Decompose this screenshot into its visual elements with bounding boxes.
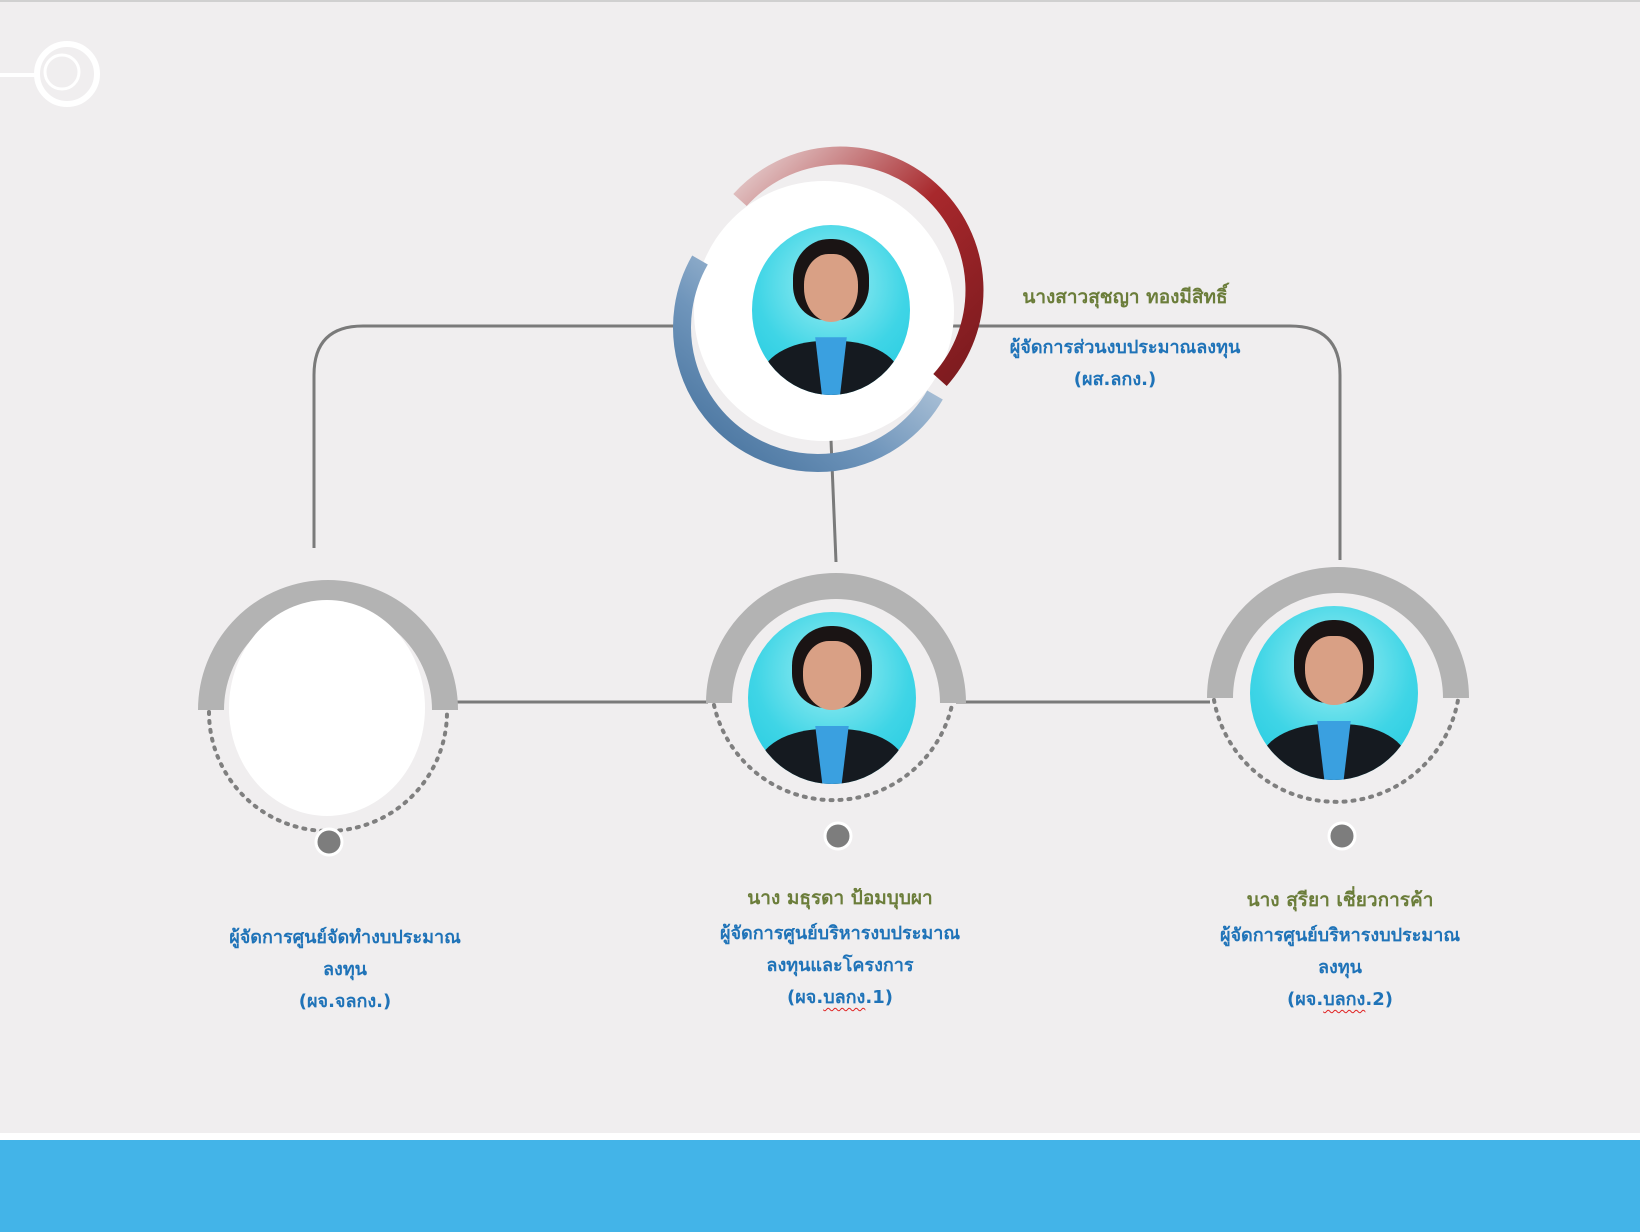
manager-photo bbox=[752, 225, 910, 395]
node-left-photo-placeholder bbox=[229, 600, 425, 816]
corner-knob-decoration bbox=[0, 41, 100, 107]
top-border-line bbox=[0, 0, 1640, 2]
node-left-label: ผู้จัดการศูนย์จัดทำงบประมาณ ลงทุน (ผจ.จล… bbox=[205, 922, 485, 1018]
node-right-title-line2: ลงทุน bbox=[1318, 957, 1362, 978]
node-right-title-line1: ผู้จัดการศูนย์บริหารงบประมาณ bbox=[1219, 925, 1461, 946]
node-right-name: นาง สุรียา เชี่ยวการค้า bbox=[1246, 889, 1434, 911]
manager-title: ผู้จัดการส่วนงบประมาณลงทุน bbox=[1009, 337, 1241, 358]
outer-connector-line bbox=[312, 324, 1342, 560]
node-right-label: นาง สุรียา เชี่ยวการค้า ผู้จัดการศูนย์บร… bbox=[1200, 886, 1480, 1016]
node-left-code: (ผจ.จลกง.) bbox=[298, 991, 392, 1012]
manager-name: นางสาวสุชญา ทองมีสิทธิ์ bbox=[1022, 286, 1228, 308]
node-center-title-line2: ลงทุนและโครงการ bbox=[766, 955, 914, 976]
footer-divider bbox=[0, 1133, 1640, 1140]
manager-code: (ผส.ลกง.) bbox=[1073, 369, 1157, 390]
node-center-code: (ผจ.บลกง.1) bbox=[787, 987, 893, 1008]
node-center-frame bbox=[706, 573, 966, 851]
node-center-title-line1: ผู้จัดการศูนย์บริหารงบประมาณ bbox=[719, 923, 961, 944]
node-left-title-line2: ลงทุน bbox=[323, 959, 367, 980]
node-center-photo bbox=[748, 612, 916, 784]
node-left-title-line1: ผู้จัดการศูนย์จัดทำงบประมาณ bbox=[229, 927, 461, 948]
node-right-photo bbox=[1250, 606, 1418, 780]
node-left-frame bbox=[198, 580, 458, 857]
footer-bar bbox=[0, 1140, 1640, 1232]
node-right-code: (ผจ.บลกง.2) bbox=[1287, 989, 1393, 1010]
node-center-label: นาง มธุรดา ป้อมบุบผา ผู้จัดการศูนย์บริหา… bbox=[700, 884, 980, 1014]
node-right-frame bbox=[1207, 567, 1469, 851]
node-center-name: นาง มธุรดา ป้อมบุบผา bbox=[747, 887, 933, 909]
